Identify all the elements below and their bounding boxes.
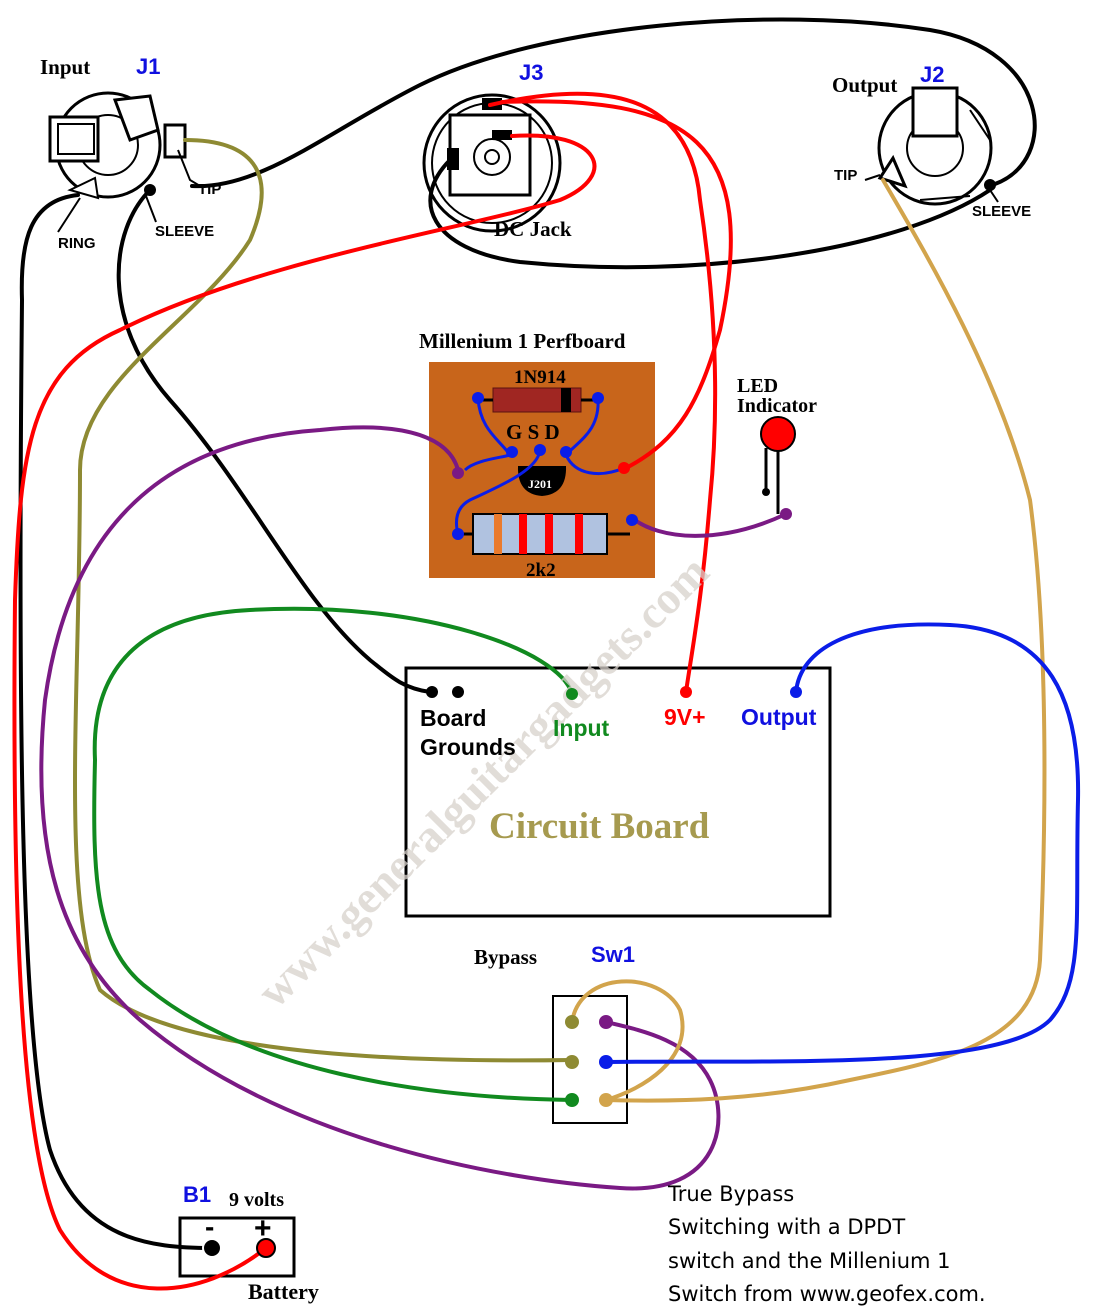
board-grounds-line2: Grounds <box>420 734 516 760</box>
j1-ring-label: RING <box>58 235 96 252</box>
wire-red-battery <box>12 133 597 1291</box>
board-input-label: Input <box>553 715 610 741</box>
circuit-board <box>404 666 832 918</box>
j2-output-jack <box>864 86 999 206</box>
diode-label: 1N914 <box>514 367 566 388</box>
j3-dc-jack <box>422 93 562 233</box>
j2-tip-label: TIP <box>834 167 857 184</box>
pin-labels: G S D <box>506 420 560 444</box>
battery-minus: - <box>205 1211 214 1242</box>
j1-tip-label: TIP <box>198 181 221 198</box>
j2-title: Output <box>832 73 897 97</box>
board-9v-label: 9V+ <box>664 704 706 730</box>
note-line-1: True Bypass <box>667 1182 794 1206</box>
battery-label: Battery <box>248 1279 319 1304</box>
switch-id: Sw1 <box>591 942 635 967</box>
circuit-board-title: Circuit Board <box>489 806 710 847</box>
transistor-label: J201 <box>528 477 552 491</box>
wire-black-battery <box>18 193 214 1250</box>
battery-voltage: 9 volts <box>229 1189 284 1211</box>
j1-sleeve-label: SLEEVE <box>155 223 214 240</box>
wire-green <box>92 606 574 1102</box>
led-label-line1: LED <box>737 375 778 397</box>
terminal-dots <box>202 392 802 1258</box>
board-grounds-line1: Board <box>420 705 486 731</box>
j3-id: J3 <box>519 60 543 85</box>
wire-red-9v <box>488 91 718 694</box>
j1-input-jack <box>48 91 201 233</box>
wire-blue <box>606 622 1081 1064</box>
wire-tan-switch-loop <box>570 979 685 1102</box>
wire-black-dc-sleeve <box>428 158 992 270</box>
led-label-line2: Indicator <box>737 395 817 417</box>
wire-purple-led <box>630 512 788 538</box>
wire-olive-input <box>73 138 574 1063</box>
note-line-4: Switch from www.geofex.com. <box>668 1282 986 1306</box>
note-line-3: switch and the Millenium 1 <box>668 1249 951 1273</box>
j1-title: Input <box>40 55 90 79</box>
wire-black-j1-to-j2 <box>190 17 1037 189</box>
wire-tan-output <box>604 178 1047 1103</box>
j2-id: J2 <box>920 62 944 87</box>
switch-label: Bypass <box>474 945 537 969</box>
note-line-2: Switching with a DPDT <box>668 1215 905 1239</box>
board-output-label: Output <box>741 704 817 730</box>
j3-title: DC Jack <box>494 217 572 241</box>
battery-id: B1 <box>183 1182 211 1207</box>
led-indicator <box>760 416 796 514</box>
battery-plus: + <box>254 1212 272 1245</box>
resistor-label: 2k2 <box>526 560 556 581</box>
wire-purple-switch <box>39 425 721 1191</box>
wire-red-drain <box>500 99 733 470</box>
j2-sleeve-label: SLEEVE <box>972 203 1031 220</box>
perfboard-title: Millenium 1 Perfboard <box>419 329 626 353</box>
wire-black-ground <box>116 188 432 694</box>
j1-id: J1 <box>136 54 160 79</box>
